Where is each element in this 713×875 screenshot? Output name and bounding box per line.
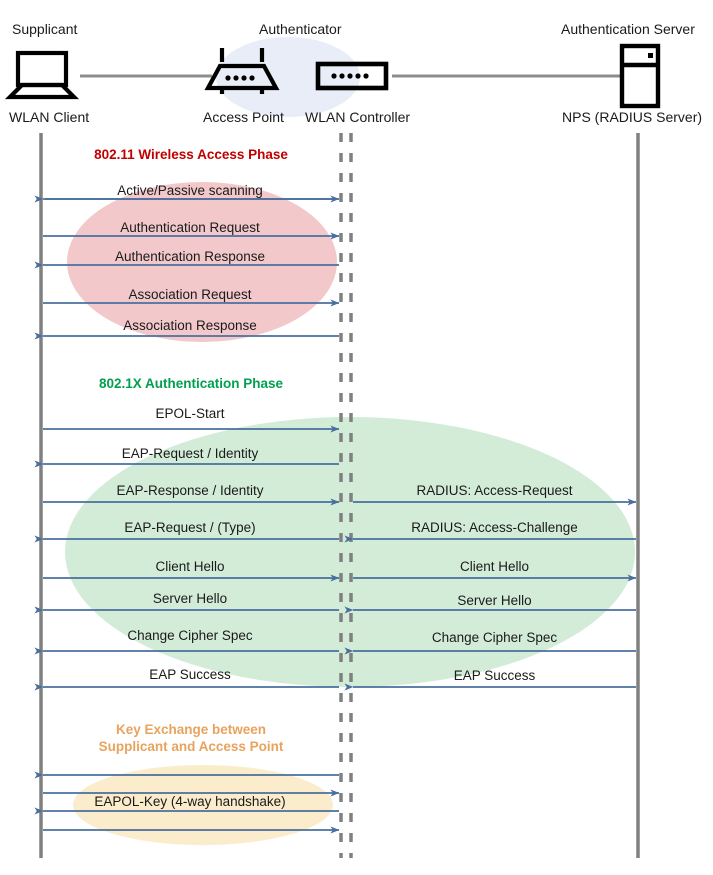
server-icon <box>619 43 661 109</box>
wlan-controller-icon <box>315 61 389 91</box>
message-label-left-14: EAPOL-Key (4-way handshake) <box>94 794 286 809</box>
left-message-arrows <box>34 195 340 834</box>
role-title-authenticator: Authenticator <box>259 21 342 37</box>
message-label-left-4: Association Response <box>123 318 257 333</box>
access-point-icon <box>204 48 280 94</box>
message-label-right-5: EAP Success <box>453 668 536 683</box>
message-label-left-11: Change Cipher Spec <box>127 628 253 643</box>
message-label-left-3: Association Request <box>128 287 252 302</box>
phase-label-keyexg-line2: Supplicant and Access Point <box>98 738 284 754</box>
message-label-left-2: Authentication Response <box>114 249 266 264</box>
message-label-left-10: Server Hello <box>152 591 228 606</box>
server-led <box>648 53 653 58</box>
message-label-right-3: Server Hello <box>457 593 532 608</box>
message-label-left-9: Client Hello <box>155 559 225 574</box>
role-title-auth-server: Authentication Server <box>561 21 695 37</box>
phase-label-8021x: 802.1X Authentication Phase <box>98 376 284 391</box>
access-point-led-dots <box>225 75 255 81</box>
message-label-left-1: Authentication Request <box>120 220 260 235</box>
message-label-left-5: EPOL-Start <box>155 406 225 421</box>
laptop-icon <box>4 50 80 100</box>
wlan-controller-led-dots <box>331 73 369 79</box>
device-name-nps: NPS (RADIUS Server) <box>562 109 703 125</box>
message-label-right-4: Change Cipher Spec <box>431 630 558 645</box>
message-label-left-7: EAP-Response / Identity <box>116 483 264 498</box>
phase-8021x-ellipse <box>65 417 635 687</box>
message-label-left-0: Active/Passive scanning <box>117 183 263 198</box>
phase-80211-ellipse <box>67 182 337 342</box>
phase-label-80211: 802.11 Wireless Access Phase <box>94 147 288 162</box>
message-label-right-0: RADIUS: Access-Request <box>416 483 573 498</box>
message-label-right-1: RADIUS: Access-Challenge <box>411 520 578 535</box>
device-name-wlan-controller: WLAN Controller <box>305 109 411 125</box>
phase-keyexg-ellipse <box>73 765 333 845</box>
message-label-left-6: EAP-Request / Identity <box>121 446 259 461</box>
right-message-arrows <box>344 498 637 691</box>
phase-label-keyexg-line1: Key Exchange between <box>115 722 267 737</box>
authenticator-group-ellipse <box>216 37 360 117</box>
message-label-left-12: EAP Success <box>149 667 231 682</box>
device-name-access-point: Access Point <box>203 109 284 125</box>
device-name-wlan-client: WLAN Client <box>9 109 90 125</box>
message-label-right-2: Client Hello <box>459 559 530 574</box>
role-title-supplicant: Supplicant <box>12 21 78 37</box>
message-label-left-8: EAP-Request / (Type) <box>124 520 256 535</box>
